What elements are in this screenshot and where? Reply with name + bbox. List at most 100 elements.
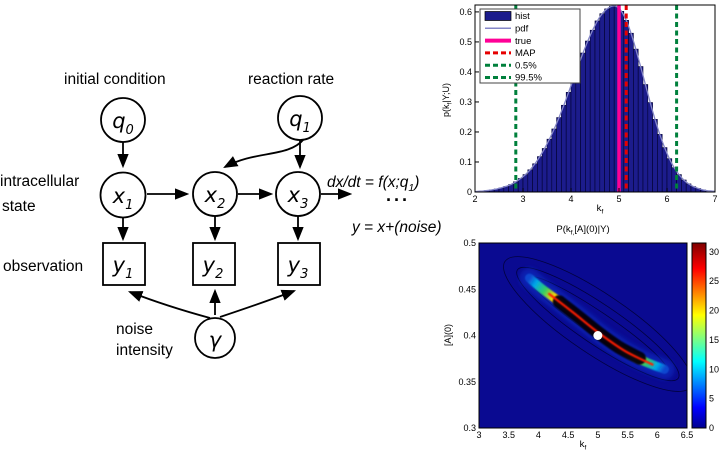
- y-tick-label: 0.1: [459, 157, 472, 167]
- hist-bar: [527, 169, 533, 193]
- hist-bar: [647, 102, 653, 193]
- node-y1-label: y1: [112, 253, 134, 282]
- node-x3-circle: [275, 171, 321, 217]
- x-tick-label: 6: [655, 430, 660, 440]
- y-tick-label: 0.4: [463, 331, 476, 341]
- x-tick-label: 2: [472, 194, 477, 204]
- hist-bar: [604, 8, 610, 193]
- node-x3-label: x3: [287, 183, 309, 212]
- hist-bar: [575, 65, 581, 193]
- heatmap-title: P(kf,[A](0)|Y): [556, 224, 609, 237]
- legend-swatch-hist: [484, 11, 512, 21]
- colorbar-tick-label: 5: [709, 394, 714, 404]
- plot-box: [478, 242, 688, 429]
- node-y2-label: y2: [202, 253, 224, 282]
- heatmap-plot-area: [479, 243, 687, 428]
- node-y2-square: [192, 242, 236, 286]
- hist-bar: [628, 32, 634, 193]
- legend-label: 99.5%: [515, 73, 542, 84]
- x-tick-label: 5: [616, 194, 621, 204]
- x-tick-label: 7: [712, 194, 717, 204]
- colorbar-tick-label: 10: [709, 364, 719, 374]
- hist-bar: [551, 128, 557, 193]
- x-axis-label: kf: [597, 203, 604, 215]
- colorbar-tick-label: 15: [709, 335, 719, 345]
- label-intracellular: intracellular: [0, 173, 79, 190]
- node-q0-circle: [100, 97, 146, 143]
- hist-bar: [623, 20, 629, 193]
- label-observation-equation: y = x+(noise): [351, 219, 442, 236]
- hist-bar: [661, 147, 668, 193]
- hist-bar: [580, 52, 586, 193]
- x-tick-label: 3.5: [502, 430, 515, 440]
- y-tick-label: 0.6: [459, 7, 472, 17]
- node-gamma-label: γ: [209, 328, 223, 352]
- label-ellipsis: ···: [386, 190, 410, 210]
- hist-bar: [609, 5, 615, 193]
- diagram-edges: [117, 138, 353, 319]
- diagram-annotations: initial condition reaction rate intracel…: [0, 71, 442, 359]
- label-initial-condition: initial condition: [64, 71, 166, 88]
- x-tick-label: 5.5: [621, 430, 634, 440]
- colorbar: [691, 242, 707, 429]
- hist-bar: [585, 40, 591, 193]
- edge-gamma-y1: [127, 291, 211, 319]
- y-tick-label: 0.5: [459, 37, 472, 47]
- hist-bar: [522, 174, 529, 193]
- x-tick-label: 5: [595, 430, 600, 440]
- hist-bar: [637, 66, 644, 193]
- hist-bar: [565, 92, 572, 193]
- colorbar-tick-label: 25: [709, 276, 719, 286]
- hist-bar: [561, 104, 567, 193]
- y-tick-label: 0.3: [459, 97, 472, 107]
- label-ode-equation: dx/dt = f(x;q1): [327, 174, 419, 194]
- diagram-nodes: [99, 95, 323, 359]
- y-tick-label: 0.35: [458, 377, 476, 387]
- node-y3-square: [277, 242, 321, 286]
- x-tick-label: 4: [536, 430, 541, 440]
- node-x1-circle: [99, 171, 147, 219]
- node-y1-square: [102, 242, 146, 286]
- hist-bar: [657, 134, 663, 193]
- legend-label: pdf: [515, 24, 529, 35]
- node-x2-label: x2: [204, 183, 226, 212]
- x-tick-label: 4: [568, 194, 573, 204]
- y-axis-label: p(kf|Y;U): [441, 83, 454, 117]
- hist-bar: [633, 48, 639, 193]
- node-gamma-circle: [194, 317, 236, 359]
- heatmap-background: [479, 243, 687, 428]
- node-q0-label: q0: [112, 109, 134, 138]
- legend-label: true: [515, 36, 531, 47]
- y-tick-label: 0: [467, 187, 472, 197]
- x-tick-label: 3: [520, 194, 525, 204]
- hist-bar: [589, 29, 596, 193]
- legend-label: MAP: [515, 48, 536, 59]
- colorbar-tick-label: 20: [709, 306, 719, 316]
- y-tick-label: 0.4: [459, 67, 472, 77]
- diagram-node-labels: q0 q1 x1 x2 x3 y1 y2 y3 γ: [112, 107, 311, 352]
- hist-bar: [599, 13, 605, 193]
- legend-box: [479, 8, 581, 84]
- contour-line: [503, 256, 687, 392]
- hist-bar: [556, 117, 562, 193]
- x-tick-label: 4.5: [562, 430, 575, 440]
- label-noise: noise: [116, 321, 153, 338]
- hist-bar: [594, 20, 601, 193]
- colorbar-tick-label: 30: [709, 247, 719, 257]
- hist-bar: [570, 78, 577, 193]
- node-q1-circle: [277, 95, 323, 141]
- hist-bar: [537, 156, 543, 193]
- label-reaction-rate: reaction rate: [248, 71, 334, 88]
- hist-bar: [666, 158, 673, 193]
- hist-bar: [546, 138, 553, 193]
- y-axis-label: [A](0): [443, 324, 453, 346]
- x-tick-label: 6: [664, 194, 669, 204]
- label-intensity: intensity: [116, 342, 173, 359]
- x-tick-label: 3: [476, 430, 481, 440]
- legend-label: 0.5%: [515, 60, 537, 71]
